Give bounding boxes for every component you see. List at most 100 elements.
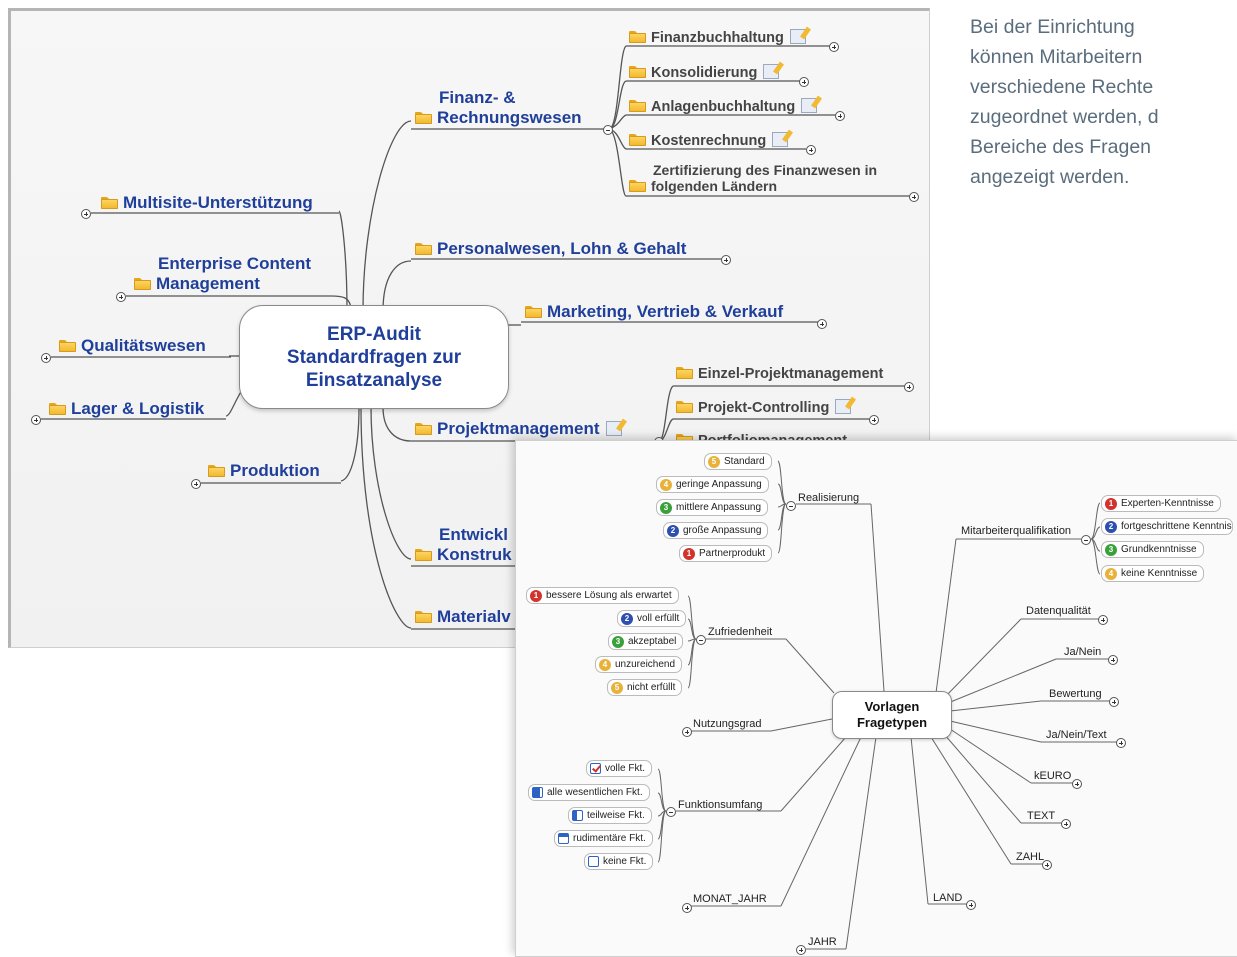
expand-ja-nein-text[interactable] [1116,738,1126,748]
expand-multisite[interactable] [81,209,91,219]
branch-keuro[interactable]: kEURO [1034,770,1072,782]
expand-personal[interactable] [721,255,731,265]
collapse-finanz[interactable] [603,125,613,135]
branch-land[interactable]: LAND [933,892,963,904]
subtopic-kosten[interactable]: Kostenrechnung [629,132,789,150]
topic-produktion[interactable]: Produktion [208,461,320,481]
description-line: Bereiche des Fragen [970,136,1152,158]
expand-konsol[interactable] [799,77,809,87]
folder-icon [676,400,693,413]
pill-alle-wesentlichen-fkt[interactable]: alle wesentlichen Fkt. [528,784,650,801]
expand-controlling[interactable] [869,415,879,425]
expand-jahr[interactable] [796,945,806,955]
central-topic-fragetypen[interactable]: Vorlagen Fragetypen [832,691,952,739]
subtopic-einzel[interactable]: Einzel-Projektmanagement [676,366,883,383]
branch-monat-jahr[interactable]: MONAT_JAHR [693,893,767,905]
note-icon[interactable] [789,29,806,44]
branch-mitarbeiterqualifikation[interactable]: Mitarbeiterqualifikation [961,525,1072,537]
pill-rudimentaere-fkt[interactable]: rudimentäre Fkt. [554,830,653,847]
topic-lager[interactable]: Lager & Logistik [49,399,204,419]
collapse-realisierung[interactable] [786,501,796,511]
branch-funktionsumfang[interactable]: Funktionsumfang [678,799,763,811]
collapse-mitarbeiter[interactable] [1081,535,1091,545]
subtopic-zertifizierung[interactable]: Zertifizierung des Finanzwesen in folgen… [629,162,877,194]
priority-icon: 1 [1105,497,1117,510]
pill-volle-fkt[interactable]: volle Fkt. [586,760,653,777]
expand-marketing[interactable] [817,319,827,329]
pill-label: Partnerprodukt [699,548,766,559]
expand-kosten[interactable] [806,145,816,155]
topic-ecm[interactable]: Enterprise Content Management [134,254,311,294]
expand-monat-jahr[interactable] [682,903,692,913]
expand-anlagen[interactable] [835,111,845,121]
pill-label: mittlere Anpassung [676,502,762,513]
topic-marketing[interactable]: Marketing, Vertrieb & Verkauf [525,302,783,322]
expand-land[interactable] [966,900,976,910]
branch-realisierung[interactable]: Realisierung [798,492,860,504]
expand-ecm[interactable] [116,292,126,302]
subtopic-controlling[interactable]: Projekt-Controlling [676,399,852,417]
note-icon[interactable] [605,421,622,436]
subtopic-fibu[interactable]: Finanzbuchhaltung [629,29,806,47]
topic-personal[interactable]: Personalwesen, Lohn & Gehalt [415,239,686,259]
expand-lager[interactable] [31,415,41,425]
expand-qualitaet[interactable] [41,353,51,363]
branch-zahl[interactable]: ZAHL [1016,851,1045,863]
expand-datenqualitaet[interactable] [1098,615,1108,625]
collapse-funktionsumfang[interactable] [666,807,676,817]
topic-finanz[interactable]: Finanz- & Rechnungswesen [415,88,582,128]
expand-produktion[interactable] [191,479,201,489]
note-icon[interactable] [763,64,780,79]
expand-ja-nein[interactable] [1108,655,1118,665]
branch-ja-nein-text[interactable]: Ja/Nein/Text [1046,729,1107,741]
topic-multisite[interactable]: Multisite-Unterstützung [101,193,313,213]
fragetypen-mindmap: Vorlagen Fragetypen Realisierung Zufried… [515,440,1237,957]
topic-entwicklung[interactable]: Entwickl Konstruk [415,525,512,565]
branch-datenqualitaet[interactable]: Datenqualität [1026,605,1091,617]
branch-nutzungsgrad[interactable]: Nutzungsgrad [693,718,762,730]
checkbox-empty-icon [588,856,599,867]
note-icon[interactable] [772,132,789,147]
pill-keine-fkt[interactable]: keine Fkt. [584,853,654,870]
subtopic-zert-line2: folgenden Ländern [651,178,777,194]
topic-material[interactable]: Materialv [415,607,511,627]
topic-qualitaet[interactable]: Qualitätswesen [59,336,206,356]
expand-fibu[interactable] [829,42,839,52]
subtopic-konsol[interactable]: Konsolidierung [629,64,780,82]
note-icon[interactable] [801,98,818,113]
collapse-zufriedenheit[interactable] [696,635,706,645]
expand-zahl[interactable] [1042,860,1052,870]
branch-jahr[interactable]: JAHR [808,936,837,948]
note-icon[interactable] [835,399,852,414]
subtopic-anlagen[interactable]: Anlagenbuchhaltung [629,98,818,116]
pill-label: große Anpassung [683,525,762,536]
branch-text[interactable]: TEXT [1027,810,1056,822]
expand-zert[interactable] [909,192,919,202]
branch-zufriedenheit[interactable]: Zufriedenheit [708,626,773,638]
branch-bewertung[interactable]: Bewertung [1049,688,1102,700]
expand-nutzungsgrad[interactable] [682,727,692,737]
topic-projekt[interactable]: Projektmanagement [415,419,622,439]
expand-einzel[interactable] [904,382,914,392]
folder-icon [134,277,151,290]
central-topic[interactable]: ERP-Audit Standardfragen zur Einsatzanal… [239,305,509,409]
expand-text[interactable] [1061,819,1071,829]
branch-ja-nein[interactable]: Ja/Nein [1064,646,1102,658]
expand-keuro[interactable] [1072,779,1082,789]
pill-teilweise-fkt[interactable]: teilweise Fkt. [568,807,652,824]
expand-bewertung[interactable] [1109,697,1119,707]
